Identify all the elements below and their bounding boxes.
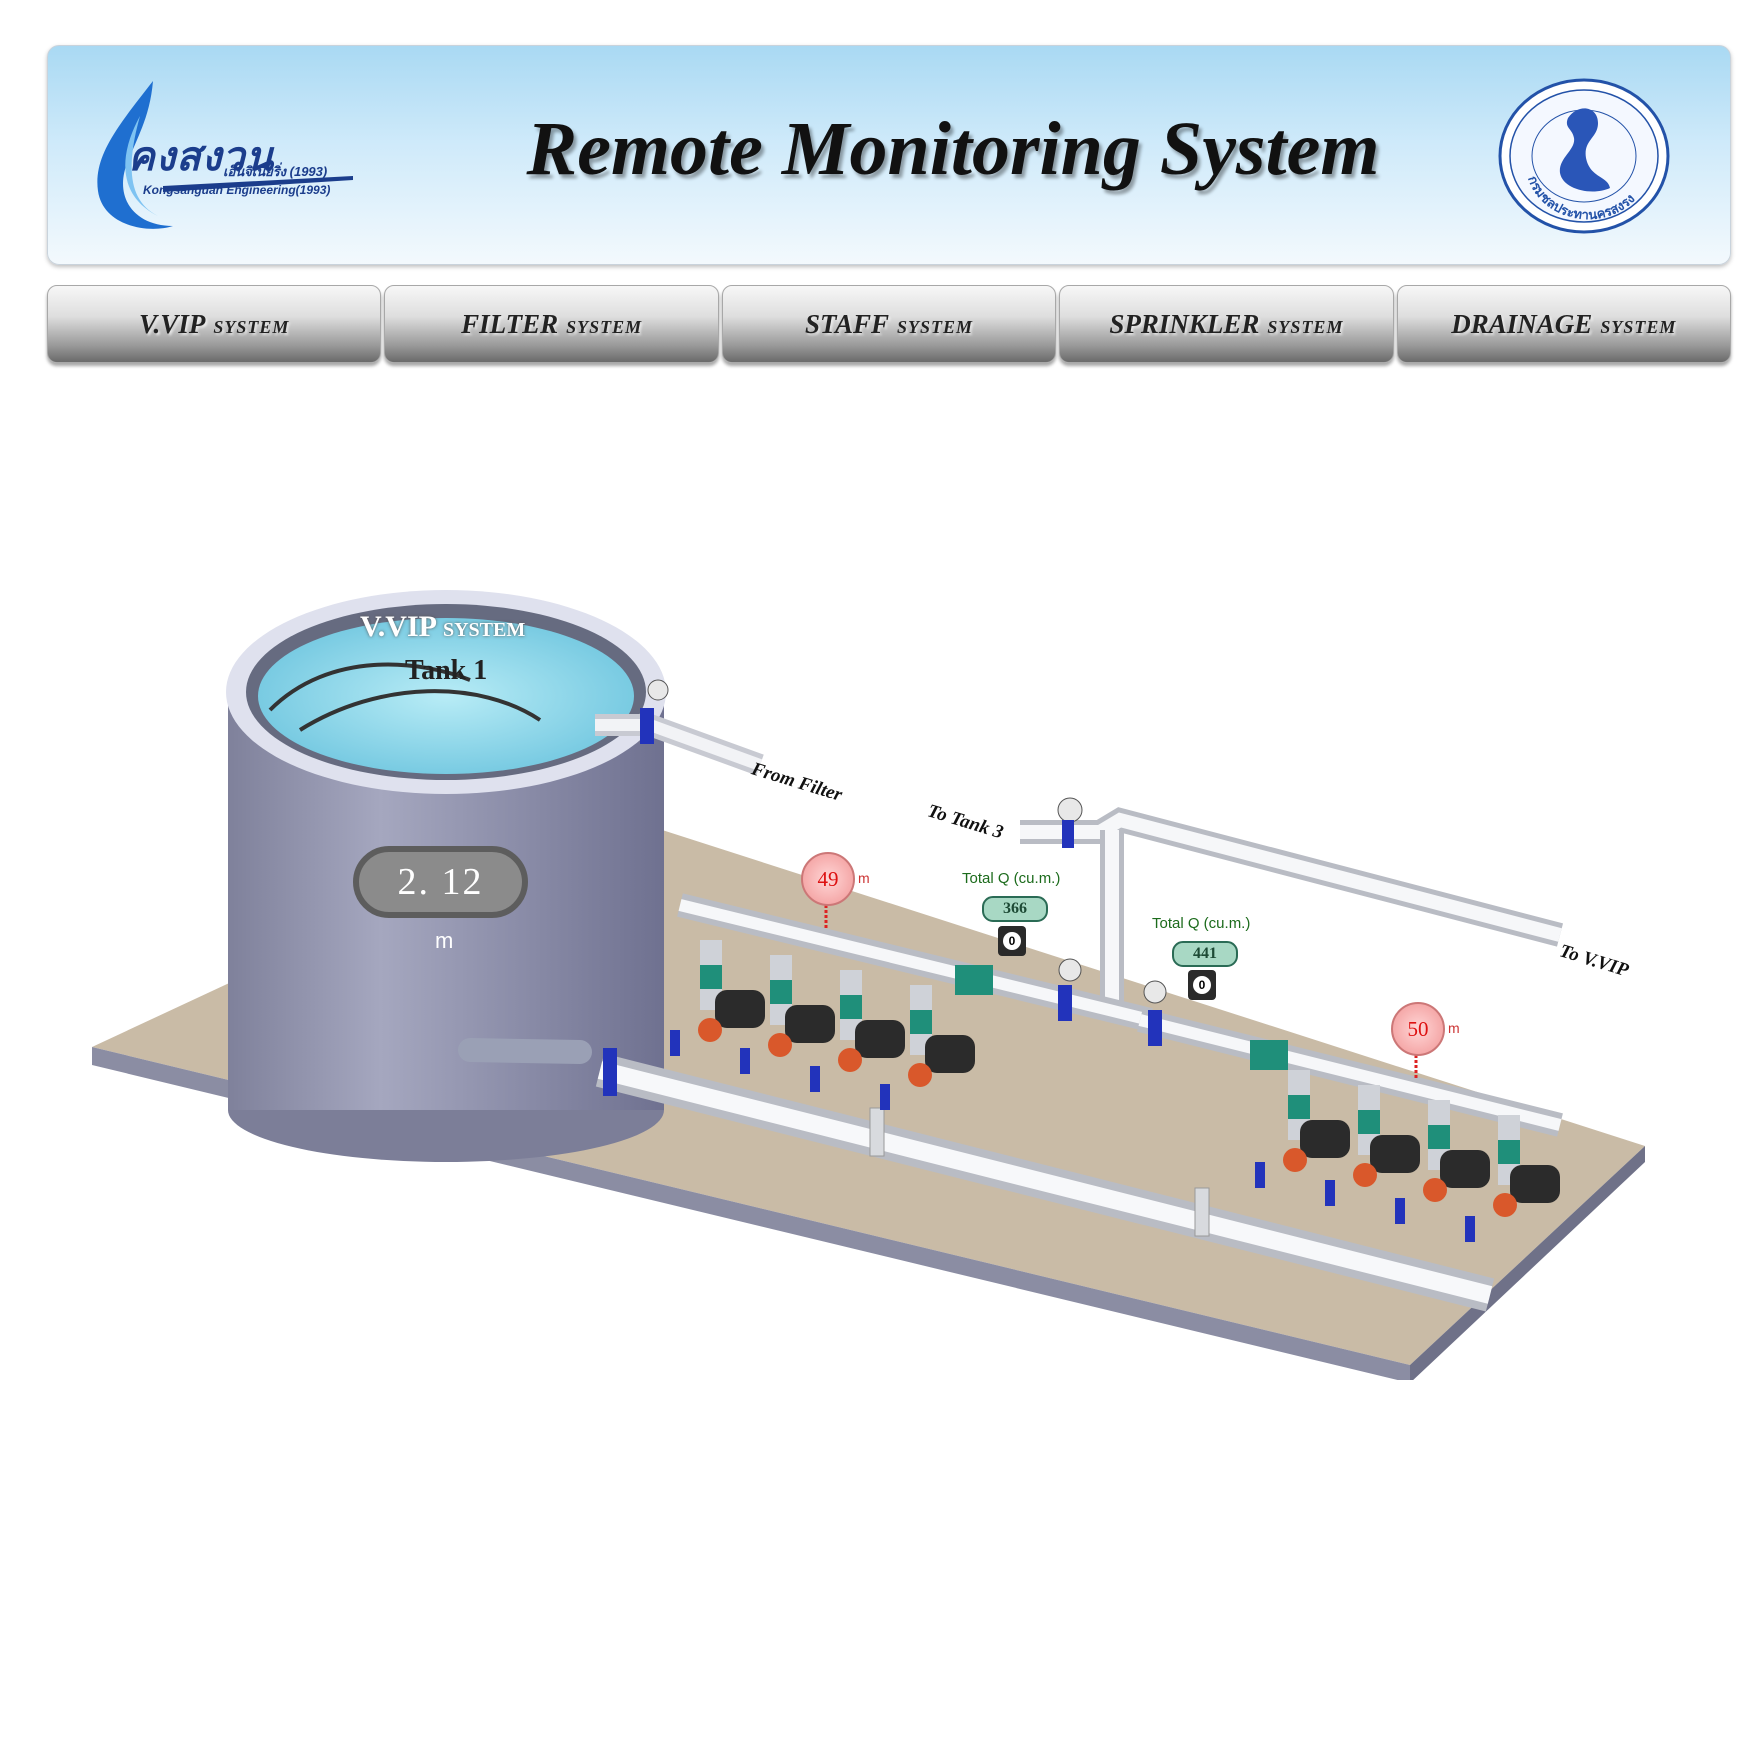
tank-system-suffix: SYSTEM [442,619,526,641]
header-banner: คงสงวน เอ็นจิเนียริ่ง (1993) Kongsanguan… [47,45,1731,265]
nav-drainage-label: DRAINAGE [1451,308,1593,339]
company-logo-icon [97,81,353,229]
nav-staff-system[interactable]: STAFF SYSTEM [721,285,1057,363]
pump-2 [740,955,835,1074]
nav-sprinkler-system[interactable]: SPRINKLER SYSTEM [1059,285,1394,363]
tank-level-display: 2. 12 [353,846,528,918]
flow-rate-2: 0 [1193,976,1211,994]
pump-5 [1255,1070,1350,1188]
nav-filter-suffix: SYSTEM [566,316,643,337]
page-title: Remote Monitoring System [526,107,1380,191]
pressure-gauge-right: 50 [1391,1002,1445,1056]
pump-7 [1395,1100,1490,1224]
pressure-left-unit: m [858,870,870,886]
pressure-right-unit: m [1448,1020,1460,1036]
outlet-pipe-to-vvip [1020,797,1564,1005]
nav-drainage-system[interactable]: DRAINAGE SYSTEM [1396,285,1732,363]
nav-vvip-suffix: SYSTEM [213,316,290,337]
suction-pipe [458,1038,1495,1312]
department-seal-icon: กรมชลประทานครสงรง [1498,78,1670,234]
tank-system-name: V.VIP [360,610,437,643]
nav-staff-label: STAFF [804,308,890,339]
system-nav: V.VIP SYSTEM FILTER SYSTEM STAFF SYSTEM SPR… [47,285,1732,363]
total-q-label-1: Total Q (cu.m.) [962,870,1061,887]
nav-filter-system[interactable]: FILTER SYSTEM [384,285,719,363]
upper-header-pipe-left [677,893,1153,1032]
pressure-right-value: 50 [1407,1016,1429,1041]
nav-filter-label: FILTER [461,308,559,339]
pump-1 [670,940,765,1056]
brand-thai-name: คงสงวน [128,135,275,179]
nav-sprinkler-suffix: SYSTEM [1267,316,1344,337]
nav-staff-suffix: SYSTEM [897,316,974,337]
nav-vvip-system[interactable]: V.VIP SYSTEM [47,285,382,363]
brand-english-name: Kongsanguan Engineering(1993) [143,183,331,197]
flowmeter-display-1: 0 [998,926,1026,956]
pump-station-graphic [92,590,1645,1380]
pressure-left-value: 49 [817,866,839,891]
pump-4 [880,985,975,1110]
nav-sprinkler-label: SPRINKLER [1109,308,1260,339]
brand-subtitle: เอ็นจิเนียริ่ง (1993) [223,164,328,179]
left-pump-group [670,940,975,1110]
nav-drainage-suffix: SYSTEM [1600,316,1677,337]
pressure-gauge-left: 49 [801,852,855,906]
flow-rate-1: 0 [1003,932,1021,950]
tank-level-value: 2. 12 [397,861,484,903]
total-q-value-1: 366 [982,896,1048,922]
pump-6 [1325,1085,1420,1206]
pump-8 [1465,1115,1560,1242]
flowmeter-display-2: 0 [1188,970,1216,1000]
total-q-value-2: 441 [1172,941,1238,967]
inlet-pipe [595,679,764,776]
total-q-label-2: Total Q (cu.m.) [1152,915,1251,932]
pump-3 [810,970,905,1092]
tank-name: Tank 1 [405,655,488,686]
upper-header-pipe-right [1137,980,1563,1137]
right-pump-group [1255,1070,1560,1242]
tank-level-unit: m [435,928,454,953]
nav-vvip-label: V.VIP [139,308,206,339]
